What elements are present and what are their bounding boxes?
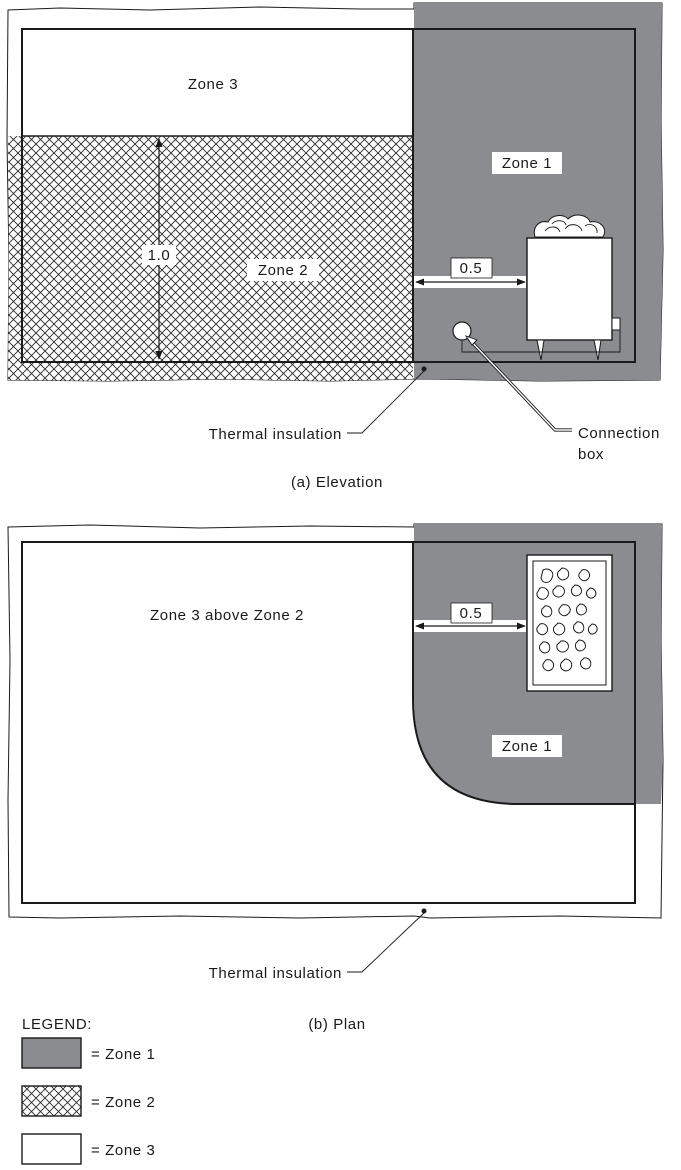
elevation-room-outline bbox=[21, 28, 636, 363]
legend-label-zone3: = Zone 3 bbox=[91, 1142, 155, 1159]
elevation-zone2-area bbox=[8, 136, 413, 381]
elevation-view: 1.0 0.5 Zone 3 Zone 2 Zone 1 Thermal ins… bbox=[6, 2, 664, 491]
elevation-zone2-label: Zone 2 bbox=[258, 262, 308, 279]
plan-zone1-label: Zone 1 bbox=[502, 738, 552, 755]
sauna-heater-plan bbox=[526, 554, 613, 692]
elevation-zone1-label: Zone 1 bbox=[502, 155, 552, 172]
legend-swatch-zone2 bbox=[21, 1085, 82, 1117]
elevation-insulation-label: Thermal insulation bbox=[209, 426, 342, 443]
connection-label-line2: box bbox=[578, 446, 604, 463]
legend: LEGEND: = Zone 1 = Zone 2 = Zone 3 bbox=[21, 1016, 155, 1165]
sauna-heater-elevation bbox=[461, 214, 621, 361]
connection-label-line1: Connection bbox=[578, 425, 660, 442]
legend-swatch-zone3 bbox=[21, 1133, 82, 1165]
plan-zone3-label: Zone 3 above Zone 2 bbox=[150, 607, 304, 624]
plan-zone1-boundary bbox=[412, 542, 635, 805]
height-dimension-label: 1.0 bbox=[148, 247, 171, 264]
connection-box bbox=[452, 321, 472, 341]
plan-view: 0.5 Zone 3 above Zone 2 Zone 1 Thermal i… bbox=[7, 523, 664, 1033]
legend-swatch-zone1 bbox=[21, 1037, 82, 1069]
elevation-caption: (a) Elevation bbox=[291, 474, 383, 491]
plan-room-outline bbox=[21, 541, 636, 904]
elevation-zone3-label: Zone 3 bbox=[188, 76, 238, 93]
plan-insulation-label: Thermal insulation bbox=[209, 965, 342, 982]
plan-clearance-dimension-label: 0.5 bbox=[460, 605, 483, 622]
elevation-clearance-dimension-label: 0.5 bbox=[460, 260, 483, 277]
legend-label-zone2: = Zone 2 bbox=[91, 1094, 155, 1111]
plan-caption: (b) Plan bbox=[308, 1016, 365, 1033]
legend-label-zone1: = Zone 1 bbox=[91, 1046, 155, 1063]
legend-title: LEGEND: bbox=[22, 1016, 92, 1033]
